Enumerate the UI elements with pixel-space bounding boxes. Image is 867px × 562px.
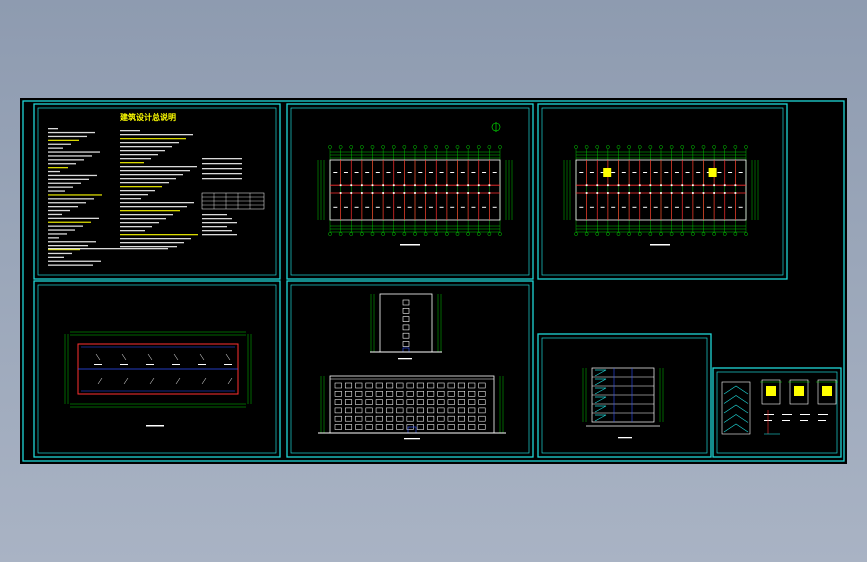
cad-drawing-canvas[interactable]: 建筑设计总说明 — [20, 98, 847, 464]
roof-plan-drawing — [64, 331, 252, 408]
notes-tables — [201, 158, 265, 236]
drawing-caption — [650, 244, 670, 246]
section-drawing — [582, 367, 664, 439]
notes-title: 建筑设计总说明 — [119, 112, 176, 122]
floor-plan-drawing-upper — [563, 145, 759, 236]
sheet-floor-plan-2[interactable] — [537, 103, 788, 280]
sheet-section[interactable] — [537, 333, 712, 458]
drawing-caption — [400, 244, 420, 246]
cad-drawing-svg: 建筑设计总说明 — [22, 100, 845, 462]
notes-text-block-mid — [120, 130, 198, 248]
side-elevation-drawing — [370, 293, 442, 360]
sheet-details[interactable] — [712, 367, 842, 458]
sheet-design-notes[interactable]: 建筑设计总说明 — [33, 103, 281, 280]
sheet-roof-plan[interactable] — [33, 280, 281, 458]
sheet-floor-plan-1[interactable] — [286, 103, 534, 280]
floor-plan-drawing — [317, 145, 513, 236]
drawing-caption — [146, 425, 164, 427]
notes-text-block-left — [48, 128, 168, 266]
sheet-elevations[interactable] — [286, 280, 534, 458]
front-elevation-drawing — [318, 375, 506, 440]
outer-border — [22, 100, 845, 462]
detail-drawings — [721, 379, 838, 435]
